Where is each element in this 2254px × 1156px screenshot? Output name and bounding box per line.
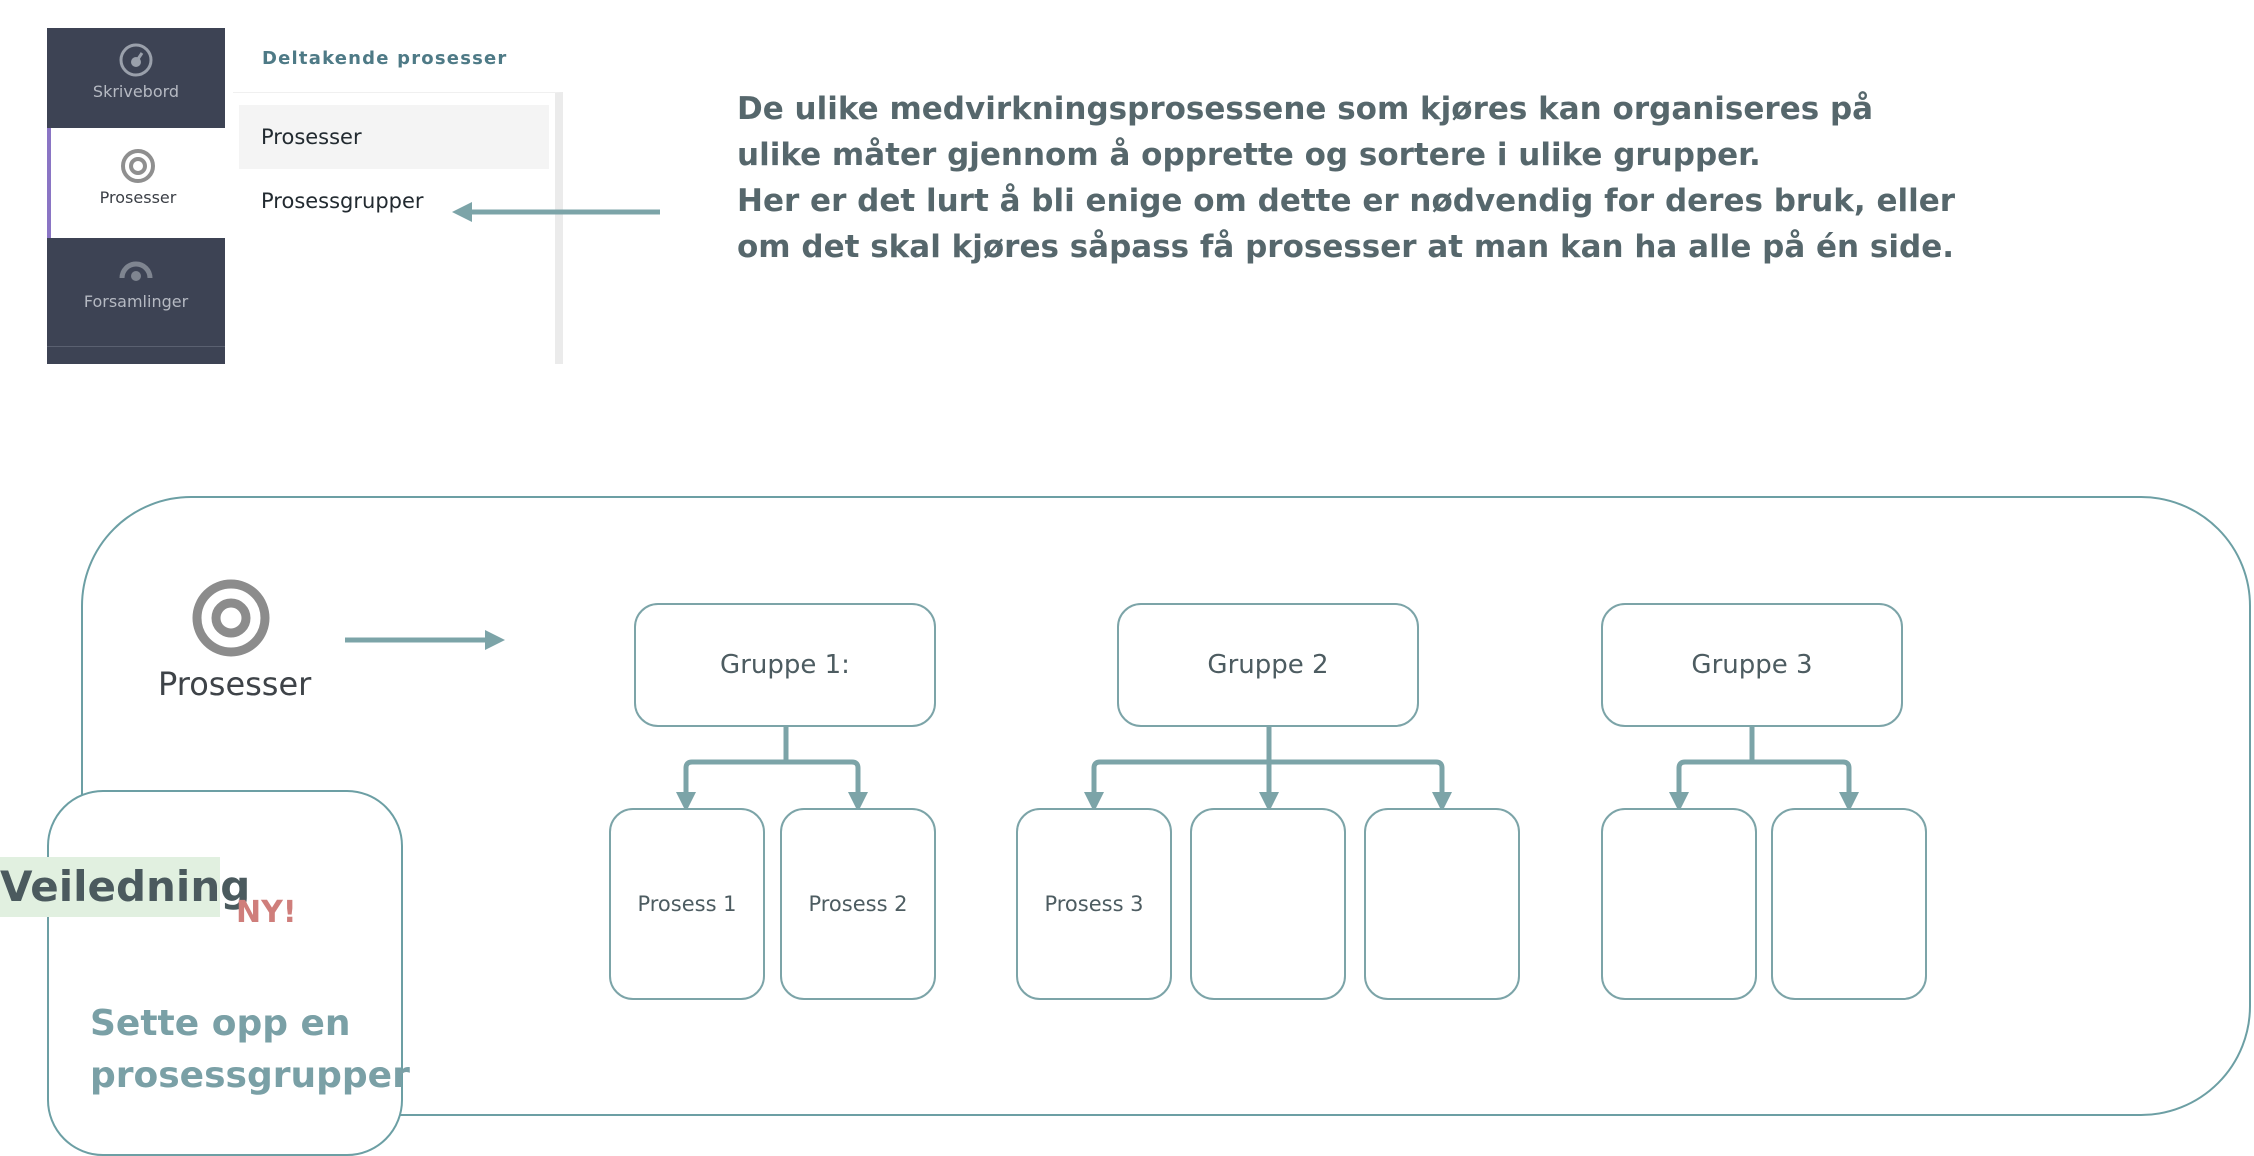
assembly-icon — [119, 261, 153, 281]
rail-divider — [47, 346, 225, 347]
group-box-3: Gruppe 3 — [1601, 603, 1903, 727]
process-box — [1771, 808, 1927, 1000]
process-box: Prosess 1 — [609, 808, 765, 1000]
guide-tag: Veiledning — [0, 862, 251, 911]
dashboard-icon — [119, 43, 153, 77]
group-box-1: Gruppe 1: — [634, 603, 936, 727]
subnav-title: Deltakende prosesser — [262, 48, 508, 69]
process-box: Prosess 3 — [1016, 808, 1172, 1000]
new-badge: NY! — [236, 895, 297, 930]
icon-rail: Skrivebord Prosesser Forsamlinger — [47, 28, 225, 364]
target-icon — [121, 149, 155, 183]
target-icon — [192, 579, 270, 657]
rail-item-skrivebord[interactable]: Skrivebord — [47, 28, 225, 136]
subnav-panel: Prosesser Prosessgrupper — [233, 92, 563, 364]
explanation-line-2: Her er det lurt å bli enige om dette er … — [737, 183, 1956, 265]
guide-card[interactable] — [47, 790, 403, 1156]
explanation-text: De ulike medvirkningsprosessene som kjør… — [737, 86, 1967, 270]
guide-tag-highlight — [0, 857, 220, 917]
rail-item-label: Forsamlinger — [83, 292, 189, 311]
process-box — [1364, 808, 1520, 1000]
rail-item-label: Prosesser — [99, 188, 177, 207]
subnav: Deltakende prosesser Prosesser Prosessgr… — [233, 28, 568, 364]
process-box: Prosess 2 — [780, 808, 936, 1000]
diagram-root-label: Prosesser — [158, 665, 312, 703]
guide-title-link[interactable]: Sette opp en prosessgrupper — [90, 1003, 410, 1096]
process-box — [1601, 808, 1757, 1000]
process-box — [1190, 808, 1346, 1000]
group-box-2: Gruppe 2 — [1117, 603, 1419, 727]
explanation-line-1: De ulike medvirkningsprosessene som kjør… — [737, 91, 1874, 173]
rail-item-label: Skrivebord — [92, 82, 180, 101]
rail-item-prosesser[interactable]: Prosesser — [47, 128, 225, 238]
subnav-item-prosessgrupper[interactable]: Prosessgrupper — [261, 189, 424, 213]
rail-item-forsamlinger[interactable]: Forsamlinger — [47, 238, 225, 346]
subnav-item-prosesser[interactable]: Prosesser — [239, 105, 549, 169]
